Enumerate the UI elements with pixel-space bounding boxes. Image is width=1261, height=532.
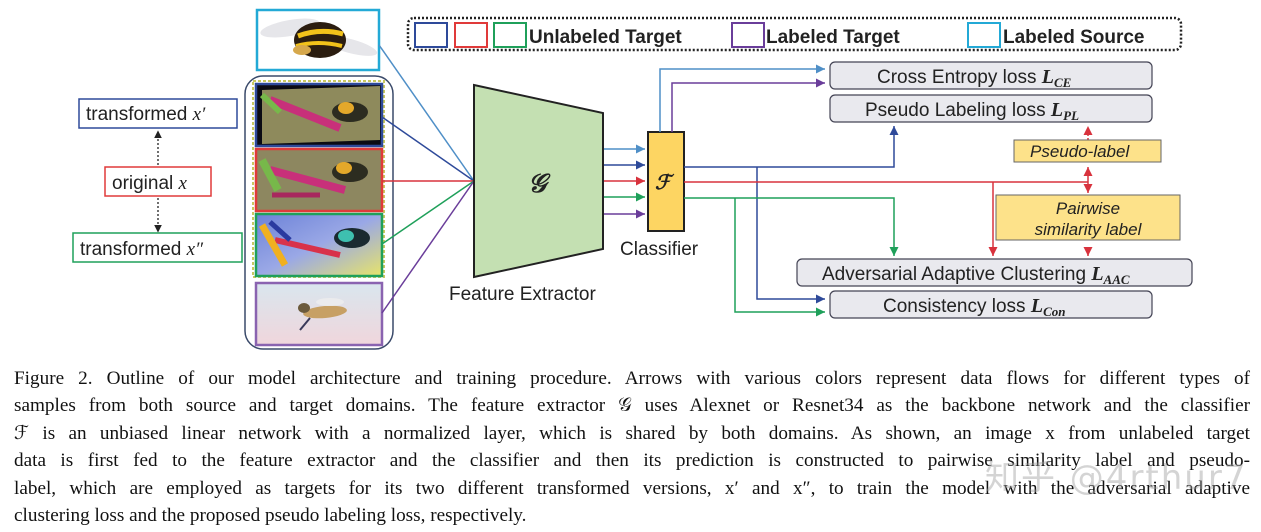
aac-loss-text: Adversarial Adaptive Clustering xyxy=(822,264,1086,285)
pl-loss-text: Pseudo Labeling loss xyxy=(865,100,1046,121)
labeled-source-image xyxy=(255,8,381,72)
legend-unlabeled-target: Unlabeled Target xyxy=(529,27,682,48)
flow-xdouble-to-g xyxy=(381,180,475,245)
label-original: original xyxy=(112,173,173,194)
caption-line: samples from both source and target doma… xyxy=(14,395,1250,417)
svg-text:transformed x″: transformed x″ xyxy=(80,239,204,260)
flow-target-to-g xyxy=(381,180,475,314)
svg-text:transformed x′: transformed x′ xyxy=(86,104,206,125)
aac-loss-subscript: AAC xyxy=(1103,272,1130,287)
transformed-x-prime-image xyxy=(254,82,384,148)
original-x-image xyxy=(254,147,384,213)
caption-line: data is first fed to the feature extract… xyxy=(14,450,1250,472)
flow-xprime-to-g xyxy=(381,116,475,182)
classifier-symbol: ℱ xyxy=(655,170,675,194)
target-image-group xyxy=(244,75,394,350)
svg-text:original x: original x xyxy=(112,173,188,194)
legend: Unlabeled Target Labeled Target Labeled … xyxy=(406,16,1183,52)
flow-source-to-g xyxy=(378,44,475,182)
legend-swatch-green xyxy=(493,22,527,48)
pairwise-line2: similarity label xyxy=(1035,220,1143,239)
ce-loss-text: Cross Entropy loss xyxy=(877,67,1036,88)
loss-boxes: Cross Entropy loss LCE Pseudo Labeling l… xyxy=(796,61,1193,319)
svg-text:Consistency loss LCon: Consistency loss LCon xyxy=(883,295,1065,319)
label-original-var: x xyxy=(178,173,188,194)
pairwise-similarity-box: Pairwise similarity label xyxy=(995,194,1181,241)
consistency-loss-box: Consistency loss LCon xyxy=(829,290,1153,319)
legend-labeled-target: Labeled Target xyxy=(766,27,900,48)
legend-swatch-dark-blue xyxy=(414,22,448,48)
classifier-output-flows xyxy=(659,64,1093,317)
input-flows xyxy=(378,44,475,314)
pseudo-label-box: Pseudo-label xyxy=(1013,139,1162,163)
ce-loss-symbol: L xyxy=(1041,66,1054,88)
labeled-target-image xyxy=(254,281,384,347)
caption-line: label, which are employed as targets for… xyxy=(14,477,1250,499)
feature-extractor: 𝒢 Feature Extractor xyxy=(449,83,604,305)
caption-line: Figure 2. Outline of our model architect… xyxy=(14,368,1250,389)
pseudo-labeling-loss-box: Pseudo Labeling loss LPL xyxy=(829,94,1153,123)
con-loss-subscript: Con xyxy=(1043,304,1065,319)
aac-loss-box: Adversarial Adaptive Clustering LAAC xyxy=(796,258,1193,287)
architecture-diagram: Unlabeled Target Labeled Target Labeled … xyxy=(72,8,1193,350)
label-transformed-double: transformed xyxy=(80,239,181,260)
classifier: ℱ Classifier xyxy=(620,131,699,260)
caption-line: ℱ is an unbiased linear network with a n… xyxy=(14,422,1250,444)
aac-loss-symbol: L xyxy=(1090,263,1103,285)
svg-text:Pseudo Labeling loss LPL: Pseudo Labeling loss LPL xyxy=(865,99,1079,123)
ce-loss-subscript: CE xyxy=(1054,75,1072,90)
svg-text:Adversarial Adaptive Clusterin: Adversarial Adaptive Clustering LAAC xyxy=(822,263,1130,287)
con-loss-text: Consistency loss xyxy=(883,296,1026,317)
feature-extractor-label: Feature Extractor xyxy=(449,284,596,305)
legend-labeled-source: Labeled Source xyxy=(1003,27,1145,48)
feature-extractor-symbol: 𝒢 xyxy=(528,169,551,199)
pl-loss-symbol: L xyxy=(1050,99,1063,121)
figure-caption: Figure 2. Outline of our model architect… xyxy=(14,365,1250,529)
legend-swatch-purple xyxy=(731,22,765,48)
classifier-label: Classifier xyxy=(620,239,699,260)
label-transformed-prime: transformed xyxy=(86,104,187,125)
svg-text:Cross Entropy loss LCE: Cross Entropy loss LCE xyxy=(877,66,1072,90)
g-to-f-flows xyxy=(604,144,645,219)
transformed-x-double-prime-image xyxy=(254,212,384,278)
left-labels: transformed x′ original x transformed x″ xyxy=(72,98,243,263)
con-loss-symbol: L xyxy=(1030,295,1043,317)
legend-swatch-cyan xyxy=(967,22,1001,48)
label-transformed-double-var: x″ xyxy=(186,239,204,260)
legend-swatch-red xyxy=(454,22,488,48)
pseudo-label-text: Pseudo-label xyxy=(1030,142,1130,161)
label-transformed-prime-var: x′ xyxy=(192,104,206,125)
pl-loss-subscript: PL xyxy=(1063,108,1079,123)
cross-entropy-loss-box: Cross Entropy loss LCE xyxy=(829,61,1153,90)
pairwise-line1: Pairwise xyxy=(1056,199,1120,218)
caption-line: clustering loss and the proposed pseudo … xyxy=(14,505,527,527)
